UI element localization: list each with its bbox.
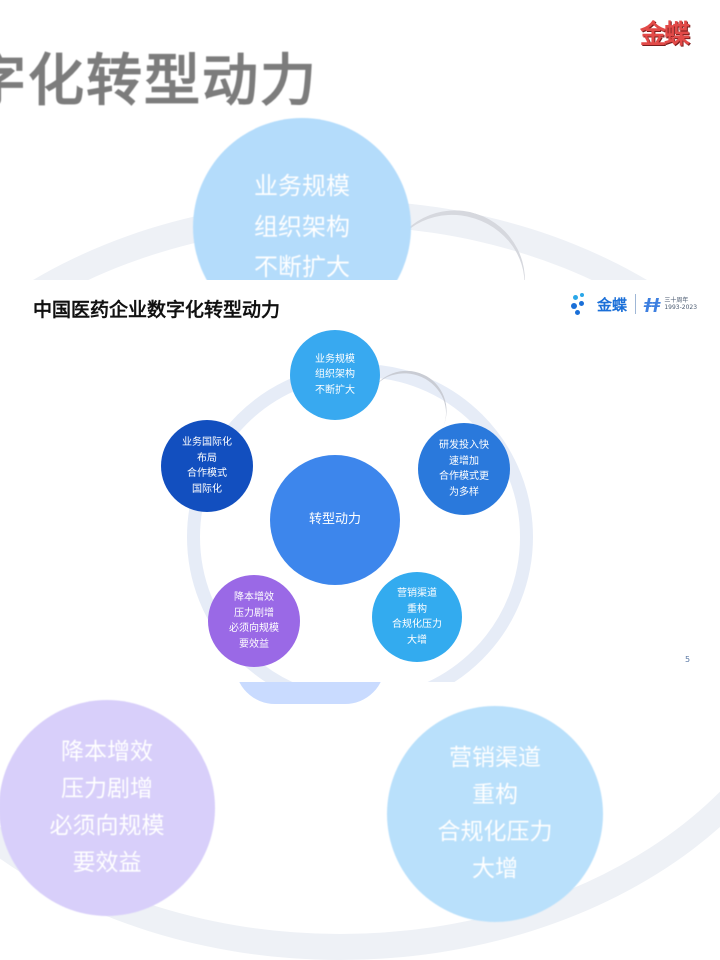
center-node: 转型动力 (270, 455, 400, 585)
bg-left-line-1: 降本增效 (61, 738, 153, 765)
node-right-line-2: 速增加 (449, 455, 479, 467)
page-number: 5 (685, 655, 691, 664)
anniversary-line-2: 1993-2023 (664, 304, 698, 311)
background-logo: 金蝶 (640, 20, 690, 50)
node-br-line-3: 合规化压力 (392, 619, 442, 630)
slide-title: 中国医药企业数字化转型动力 (33, 299, 281, 321)
bg-right-line-3: 合规化压力 (437, 819, 553, 845)
anniversary-mark-icon: ǂǂ (644, 295, 661, 313)
bg-top-line-2: 组织架构 (254, 212, 350, 241)
node-right-line-1: 研发投入快 (439, 440, 489, 451)
anniversary-text: 三十周年 1993-2023 (664, 297, 697, 311)
node-left-line-3: 合作模式 (187, 468, 227, 479)
node-left-line-2: 布局 (197, 452, 217, 464)
node-left: 业务国际化 布局 合作模式 国际化 (161, 420, 253, 512)
node-bl-line-2: 压力剧增 (234, 607, 274, 619)
background-circle-left: 降本增效 压力剧增 必须向规模 要效益 (0, 700, 215, 916)
background-title: 字化转型动力 (0, 49, 318, 114)
bg-right-line-2: 重构 (472, 781, 518, 808)
node-bl-line-4: 要效益 (239, 638, 269, 650)
node-bottom-right: 营销渠道 重构 合规化压力 大增 (372, 572, 462, 662)
slide: 中国医药企业数字化转型动力 金蝶 ǂǂ 三十周年 1993-2023 转型动力 … (0, 280, 720, 682)
bg-right-line-1: 营销渠道 (449, 744, 541, 771)
anniversary-line-1: 三十周年 (664, 296, 689, 304)
node-right-line-3: 合作模式更 (439, 471, 489, 482)
node-br-line-2: 重构 (407, 603, 427, 615)
logo-separator (635, 294, 637, 314)
kingdee-logo: 金蝶 ǂǂ 三十周年 1993-2023 (571, 292, 697, 316)
bg-left-line-4: 要效益 (72, 850, 142, 877)
node-bottom-left: 降本增效 压力剧增 必须向规模 要效益 (208, 575, 300, 667)
kingdee-brand-name: 金蝶 (597, 295, 628, 314)
node-right-line-4: 为多样 (449, 486, 479, 498)
kingdee-dots-icon (571, 292, 595, 316)
node-right: 研发投入快 速增加 合作模式更 为多样 (418, 423, 510, 515)
bg-left-line-3: 必须向规模 (49, 813, 165, 839)
node-bl-line-1: 降本增效 (234, 592, 274, 603)
node-left-line-1: 业务国际化 (182, 437, 232, 448)
node-left-line-4: 国际化 (192, 483, 222, 495)
center-label: 转型动力 (308, 512, 361, 528)
bg-top-line-1: 业务规模 (254, 172, 350, 201)
node-bl-line-3: 必须向规模 (229, 623, 279, 634)
background-circle-right: 营销渠道 重构 合规化压力 大增 (387, 706, 603, 922)
node-top-line-2: 组织架构 (315, 369, 355, 381)
node-top-line-3: 不断扩大 (315, 384, 355, 396)
node-top-line-1: 业务规模 (315, 353, 355, 365)
node-top: 业务规模 组织架构 不断扩大 (290, 330, 380, 420)
bg-right-line-4: 大增 (472, 856, 518, 883)
node-br-line-1: 营销渠道 (397, 588, 437, 599)
node-br-line-4: 大增 (407, 634, 427, 646)
bg-top-line-3: 不断扩大 (254, 253, 350, 282)
bg-left-line-2: 压力剧增 (61, 775, 153, 802)
